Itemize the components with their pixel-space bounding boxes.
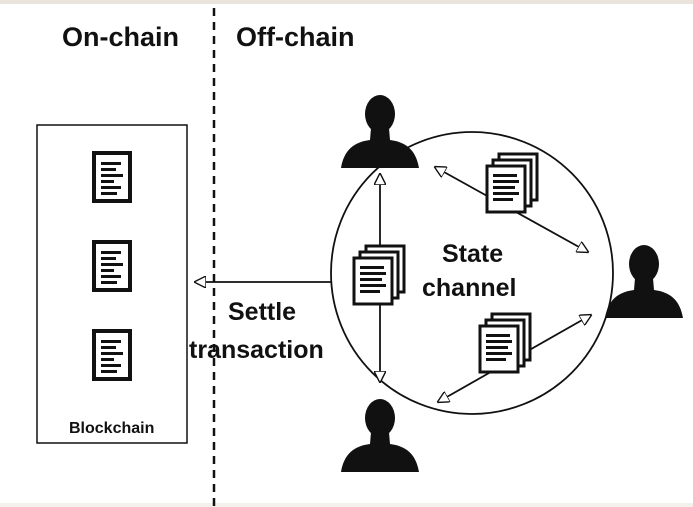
off-chain-header: Off-chain (236, 22, 355, 52)
person-icon (341, 95, 419, 168)
blockchain-box (36, 124, 188, 444)
state-channel-circle (330, 131, 614, 415)
on-chain-header: On-chain (62, 22, 179, 52)
document-icon (92, 329, 132, 381)
document-stack-icon (352, 244, 406, 306)
document-stack-icon (485, 152, 539, 214)
state-channel-label-line1: State (442, 240, 503, 268)
diagram-svg: On-chain Off-chain Blockchain State chan… (36, 8, 683, 507)
settle-label-line2: transaction (189, 336, 324, 364)
blockchain-label: Blockchain (69, 420, 154, 437)
document-stack-icon (478, 312, 532, 374)
settle-label-line1: Settle (228, 298, 296, 326)
state-channel-label-line2: channel (422, 274, 516, 302)
document-icon (92, 240, 132, 292)
document-icon (92, 151, 132, 203)
person-icon (341, 399, 419, 472)
person-icon (605, 245, 683, 318)
